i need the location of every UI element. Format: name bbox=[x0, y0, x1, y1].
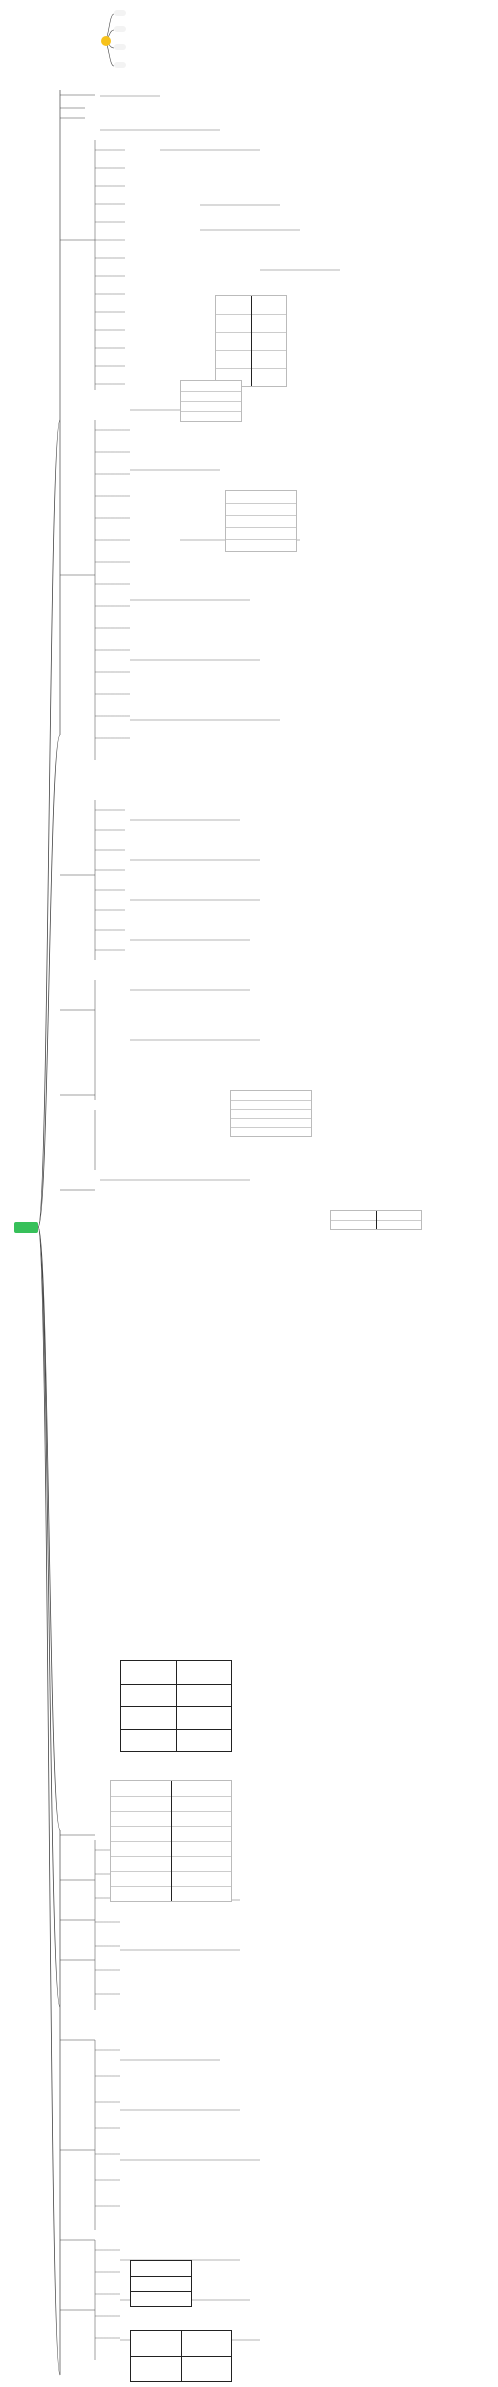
root-node[interactable] bbox=[14, 1222, 38, 1233]
table-block bbox=[330, 1210, 422, 1230]
table-block bbox=[180, 380, 242, 422]
table-col-line bbox=[251, 296, 252, 386]
connector bbox=[37, 1226, 61, 2376]
table-row-line bbox=[226, 527, 296, 528]
table-col-line bbox=[181, 2331, 182, 2381]
table-row-line bbox=[181, 401, 241, 402]
table-col-line bbox=[376, 1211, 377, 1229]
table-block bbox=[225, 490, 297, 552]
table-row-line bbox=[131, 2276, 191, 2277]
table-row-line bbox=[226, 503, 296, 504]
connector bbox=[37, 734, 61, 1228]
table-row-line bbox=[231, 1118, 311, 1119]
table-block bbox=[230, 1090, 312, 1137]
intro-note-3 bbox=[114, 44, 126, 50]
table-row-line bbox=[181, 411, 241, 412]
lightbulb-icon bbox=[101, 36, 111, 46]
table-row-line bbox=[226, 515, 296, 516]
table-row-line bbox=[231, 1127, 311, 1128]
table-row-line bbox=[131, 2291, 191, 2292]
table-block bbox=[215, 295, 287, 387]
table-row-line bbox=[226, 539, 296, 540]
table-row-line bbox=[231, 1109, 311, 1110]
table-row-line bbox=[181, 391, 241, 392]
intro-note-1 bbox=[114, 10, 126, 16]
table-row-line bbox=[231, 1100, 311, 1101]
table-col-line bbox=[171, 1781, 172, 1901]
boxed-block bbox=[120, 1660, 232, 1752]
intro-note-4 bbox=[114, 62, 126, 68]
table-col-line bbox=[176, 1661, 177, 1751]
connector bbox=[37, 419, 61, 1228]
intro-note-2 bbox=[114, 26, 126, 32]
connector bbox=[37, 1226, 61, 1831]
connector bbox=[37, 1226, 61, 2008]
boxed-block bbox=[130, 2260, 192, 2307]
boxed-block bbox=[130, 2330, 232, 2382]
table-block bbox=[110, 1780, 232, 1902]
